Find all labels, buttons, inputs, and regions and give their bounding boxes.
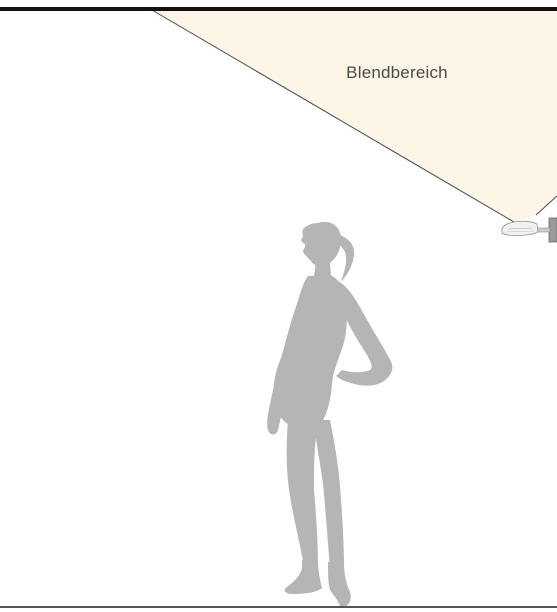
legs: [287, 420, 344, 568]
woman-silhouette: [267, 222, 392, 606]
neck: [314, 262, 331, 276]
projector-icon: [502, 218, 557, 242]
ceiling-line: [0, 7, 557, 11]
head: [301, 222, 341, 266]
boot-right: [328, 562, 351, 606]
glare-zone-label: Blendbereich: [322, 63, 472, 83]
glare-zone-area: [152, 10, 557, 222]
floor-line: [0, 606, 557, 608]
boot-left: [285, 560, 322, 594]
